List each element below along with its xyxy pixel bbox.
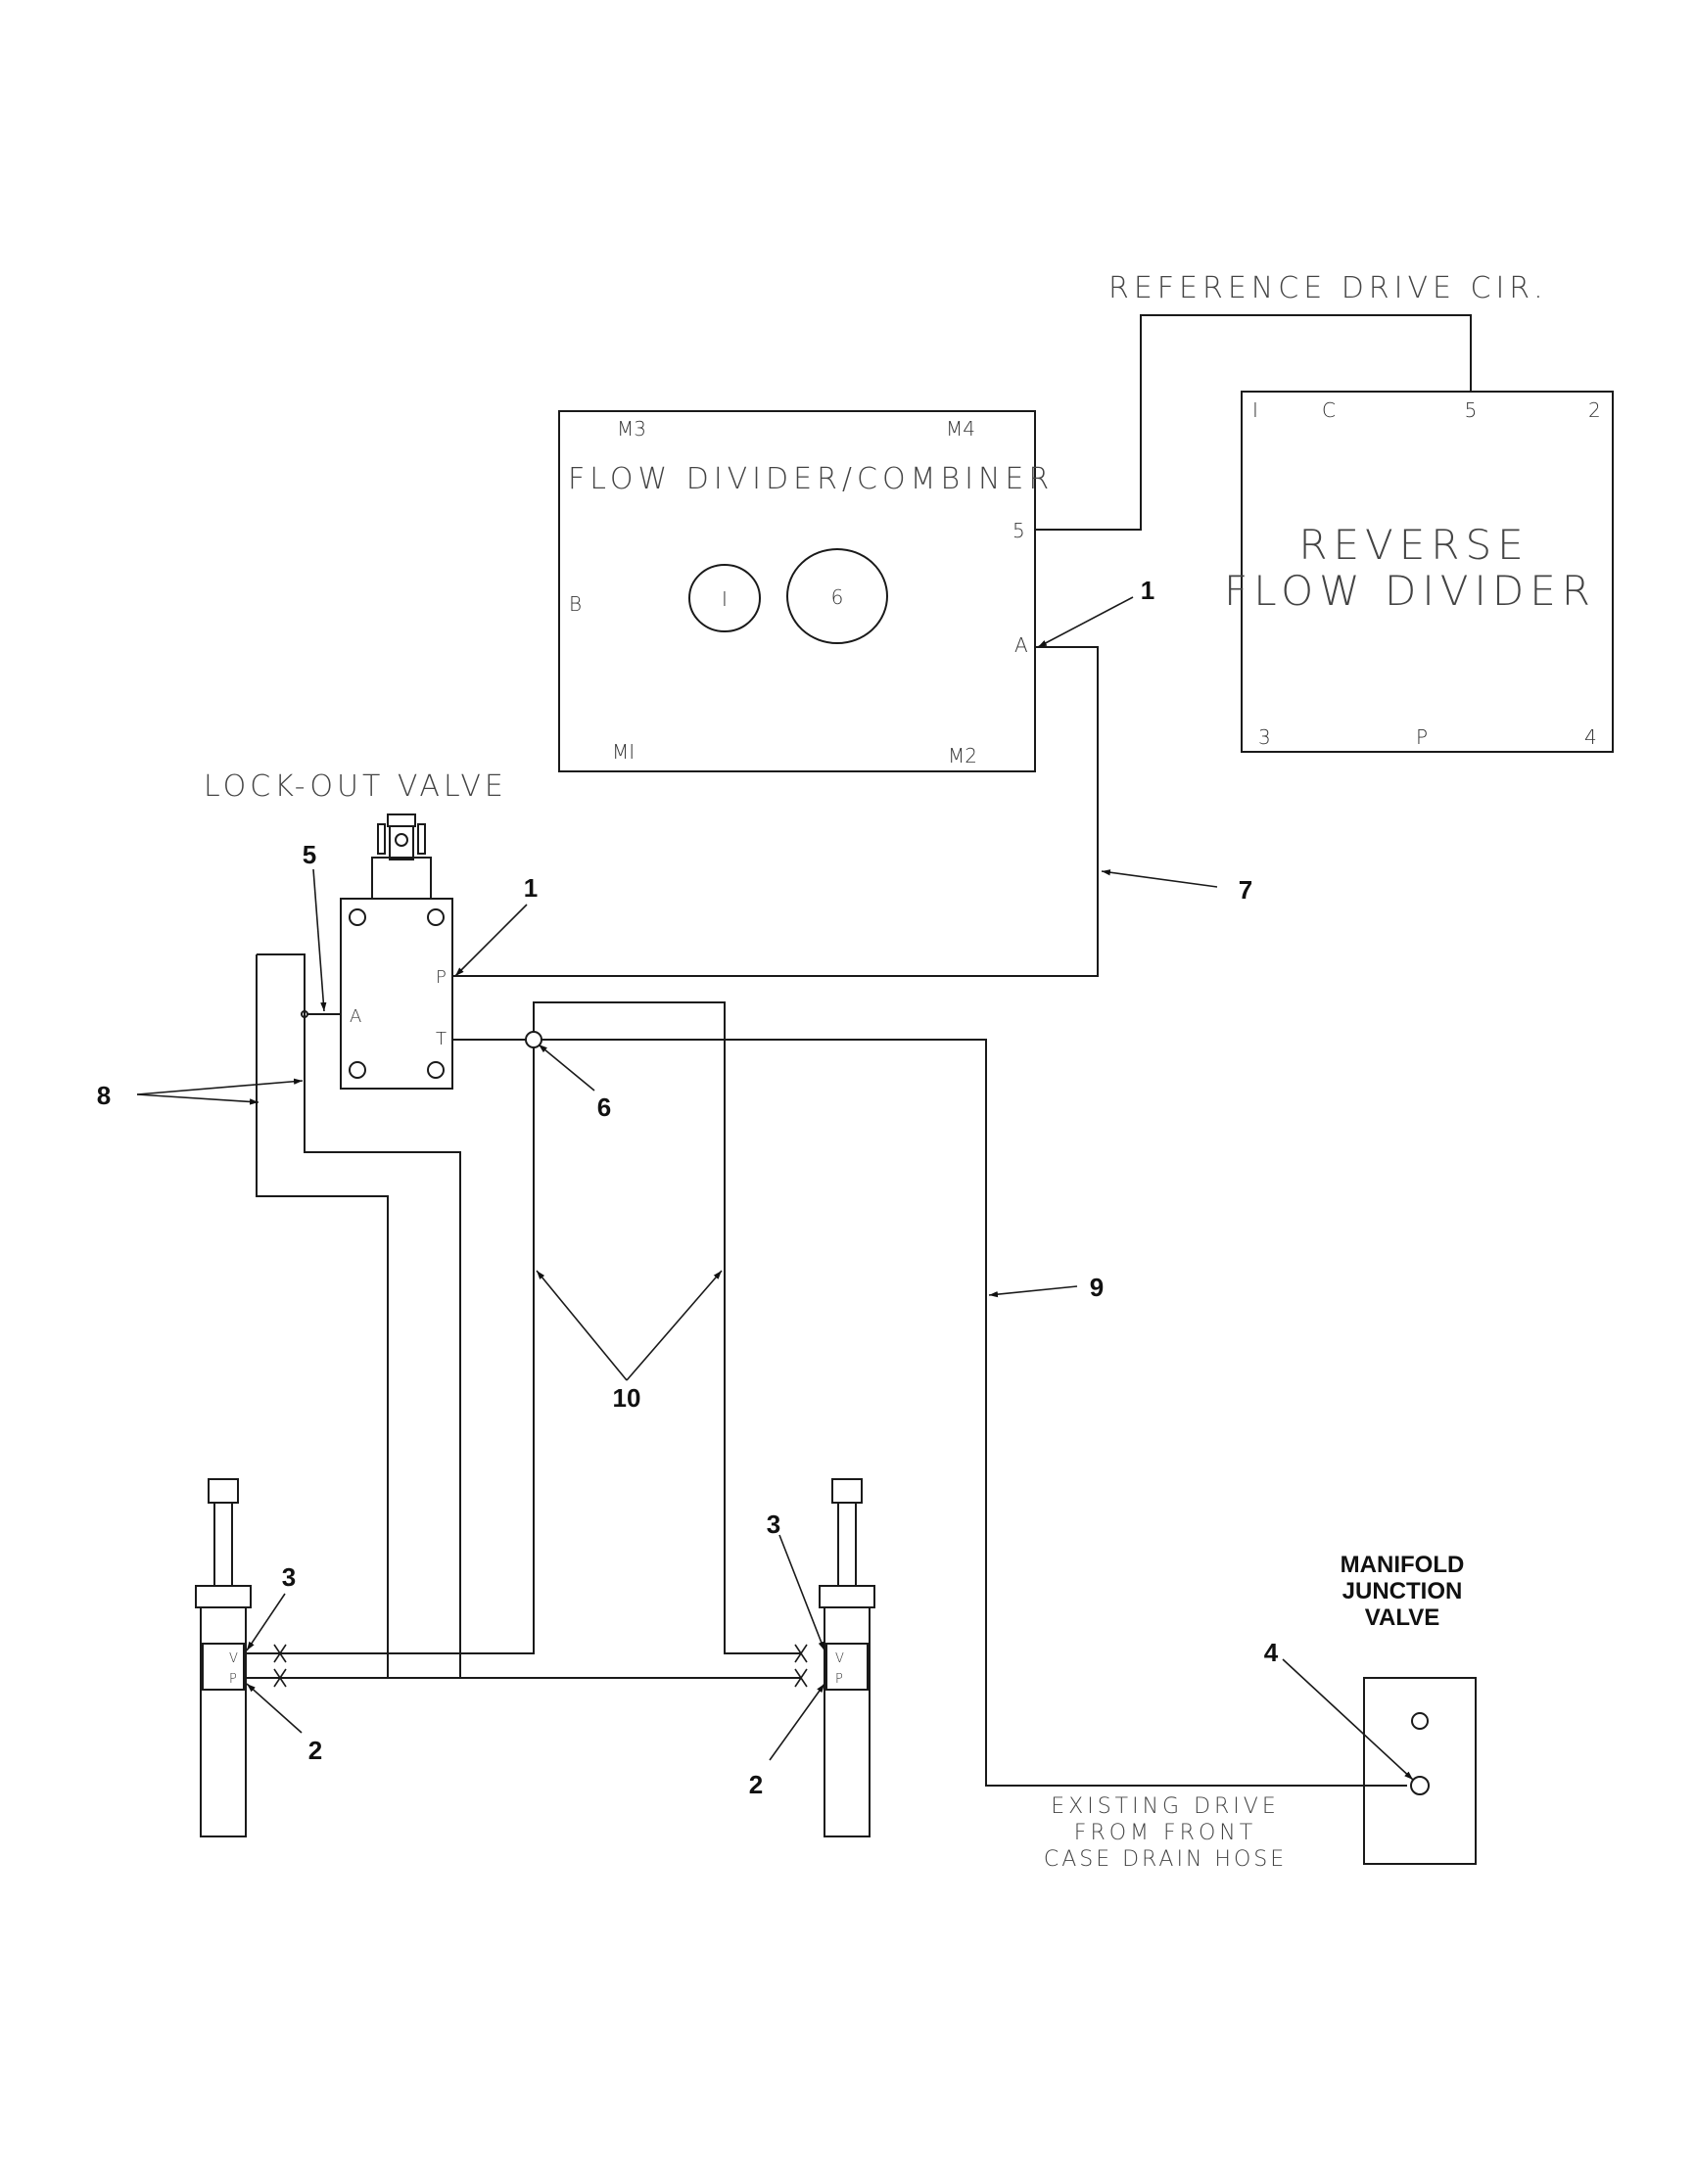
rev-port-4-label: 4 [1584,725,1597,749]
callout-1-top: 1 [1141,576,1154,605]
leader-7 [1101,869,1218,888]
reverse-flow-divider: I C 5 2 REVERSE FLOW DIVIDER 3 P 4 [1224,391,1614,753]
large-gear-circle [786,548,888,644]
reference-drive-line [1035,314,1472,531]
callout-2-right: 2 [749,1770,763,1799]
existing-drive-line1: EXISTING DRIVE [1051,1794,1280,1819]
callout-6: 6 [597,1092,611,1122]
leader-8-a [136,1093,259,1105]
hose-10-right [533,1001,801,1654]
callout-2-left: 2 [308,1736,322,1765]
callout-10: 10 [613,1383,641,1413]
lockout-valve: P T A [340,813,453,1090]
rev-port-p-label: P [1416,725,1428,749]
reverse-title-line1: REVERSE [1298,521,1529,569]
callout-leaders [136,596,1414,1781]
manifold-label-line2: JUNCTION [1342,1578,1463,1604]
leader-3-left [246,1593,286,1651]
callout-1-lockout: 1 [524,873,538,903]
existing-drive-line3: CASE DRAIN HOSE [1044,1847,1287,1872]
lockout-port-t-label: T [436,1029,447,1049]
large-gear-label: 6 [831,585,844,609]
hose-10-left [244,1044,535,1654]
existing-drive-line2: FROM FRONT [1074,1821,1256,1845]
flow-divider-combiner: M3 M4 FLOW DIVIDER/COMBINER 5 B A MI M2 … [558,410,1054,772]
leader-4 [1282,1658,1414,1781]
hose-8-outer-return [256,954,389,1678]
left-cyl-port-v-label: V [229,1651,238,1666]
manifold-junction-valve [1363,1677,1477,1865]
small-gear-label: I [722,587,728,611]
callout-8: 8 [97,1081,111,1110]
left-cyl-fittings [273,1644,287,1688]
port-m3-label: M3 [617,417,646,441]
rev-port-1-label: I [1252,398,1258,422]
hose-9 [452,1039,1407,1787]
leader-10-right [626,1270,723,1381]
lockout-valve-label: LOCK-OUT VALVE [204,769,507,804]
right-cylinder: V P [794,1478,875,1837]
leader-2-right [769,1683,825,1761]
reverse-title-line2: FLOW DIVIDER [1224,567,1596,615]
lockout-port-a-label: A [350,1006,361,1027]
leader-8-b [136,1078,304,1095]
port-m4-label: M4 [946,417,975,441]
hose-8-outer [244,953,461,1679]
leader-5 [312,868,327,1012]
callout-3-right: 3 [767,1510,780,1539]
rev-port-3-label: 3 [1258,725,1271,749]
leader-3-right [778,1534,825,1651]
leader-1-lockout [454,904,528,977]
manifold-label-line1: MANIFOLD [1341,1552,1465,1578]
port-a-label: A [1014,633,1028,657]
leader-1-top [1037,596,1134,648]
right-cyl-port-p-label: P [835,1672,843,1687]
rev-port-c-label: C [1322,398,1336,422]
leader-2-left [246,1683,303,1734]
manifold-label-line3: VALVE [1365,1604,1439,1631]
reference-drive-label: REFERENCE DRIVE CIR. [1108,271,1548,305]
left-cyl-port-p-label: P [229,1672,237,1687]
lockout-port-p-label: P [436,967,447,988]
leader-9 [988,1285,1078,1298]
callout-3-left: 3 [282,1562,296,1592]
port-5-label: 5 [1012,519,1025,542]
left-cylinder: V P [195,1478,287,1837]
leader-6 [538,1044,595,1092]
leader-10-left [536,1270,628,1381]
small-gear-circle [688,564,761,632]
callout-4: 4 [1264,1638,1279,1667]
right-cyl-port-v-label: V [835,1651,844,1666]
hose-7 [452,646,1099,977]
flow-divider-title: FLOW DIVIDER/COMBINER [568,462,1054,496]
port-b-label: B [569,592,582,616]
rev-port-5-label: 5 [1465,398,1478,422]
callout-7: 7 [1239,875,1252,905]
callout-5: 5 [303,840,316,869]
callout-9: 9 [1090,1273,1104,1302]
rev-port-2-label: 2 [1588,398,1601,422]
port-m2-label: M2 [948,744,977,767]
right-cyl-fittings [794,1644,808,1688]
port-m1-label: MI [612,740,635,764]
